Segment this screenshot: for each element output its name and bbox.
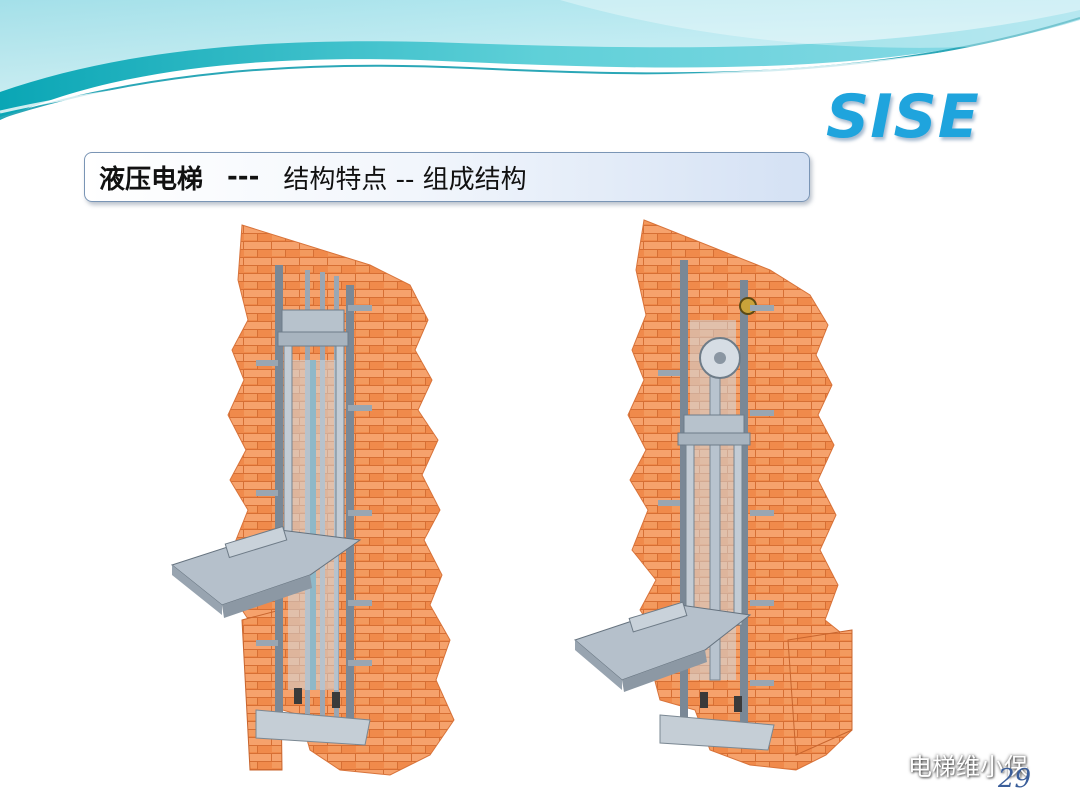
brackets-left bbox=[256, 305, 372, 666]
watermark: 电梯维小保 bbox=[866, 746, 1028, 782]
header-wave-decoration bbox=[0, 0, 1080, 120]
title-bar: 液压电梯 --- 结构特点 -- 组成结构 bbox=[84, 152, 810, 202]
pulley-right bbox=[699, 297, 757, 379]
car-platform-left bbox=[170, 525, 362, 618]
sise-logo: SISE bbox=[826, 82, 980, 152]
title-separator: --- bbox=[227, 162, 260, 192]
car-platform-right bbox=[574, 601, 752, 692]
pit-base-right bbox=[659, 714, 775, 751]
title-rest-part: 结构特点 -- 组成结构 bbox=[283, 164, 527, 195]
pit-base-left bbox=[255, 709, 371, 746]
hydraulic-elevator-structure-left bbox=[170, 224, 455, 776]
title-bold-part: 液压电梯 bbox=[99, 164, 204, 195]
watermark-text: 电梯维小保 bbox=[908, 752, 1028, 781]
car-frame-right bbox=[677, 414, 751, 626]
page-number: 29 bbox=[998, 764, 1032, 794]
wechat-icon bbox=[866, 750, 900, 777]
brackets-right bbox=[658, 305, 774, 686]
buffers-left bbox=[294, 688, 340, 708]
hydraulic-elevator-structure-right bbox=[574, 219, 853, 771]
